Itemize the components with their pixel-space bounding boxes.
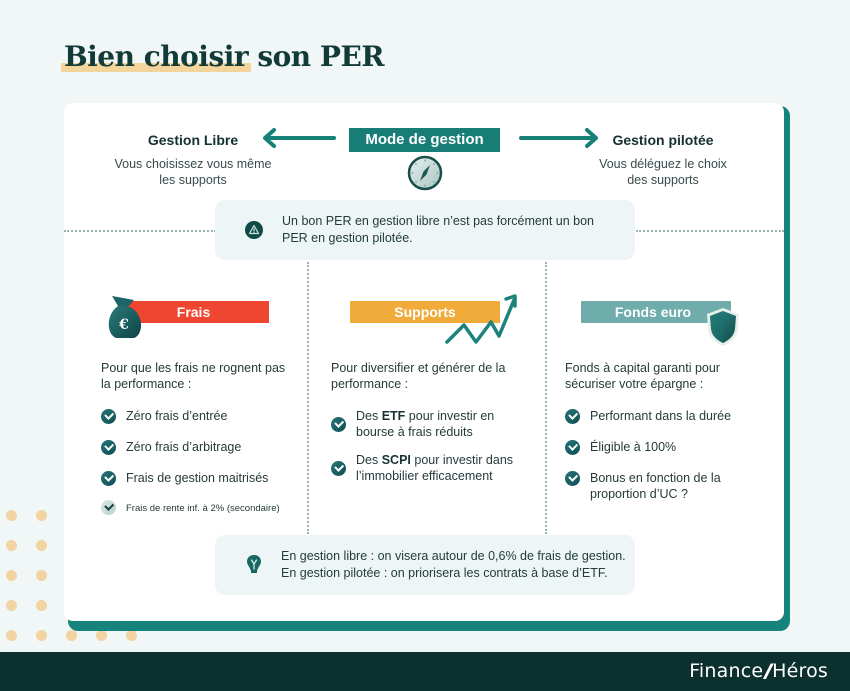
decorative-dot: [6, 600, 17, 611]
lightbulb-icon: [247, 555, 261, 573]
gestion-pilotee: Gestion pilotée Vous déléguez le choix d…: [578, 132, 748, 188]
fonds-euro-intro: Fonds à capital garanti pour sécuriser v…: [565, 361, 720, 391]
column-fonds-euro: Fonds à capital garanti pour sécuriser v…: [565, 360, 765, 517]
divider-horizontal-left: [64, 230, 216, 232]
check-icon: [565, 471, 580, 486]
tip-note-text: En gestion libre : on visera autour de 0…: [281, 548, 626, 582]
check-icon: [101, 409, 116, 424]
divider-vertical-1: [307, 262, 309, 534]
list-item: Bonus en fonction de la proportion d’UC …: [565, 470, 765, 502]
list-item: Frais de gestion maitrisés: [101, 470, 296, 486]
svg-text:€: €: [118, 317, 129, 333]
fonds-euro-list: Performant dans la durée Éligible à 100%…: [565, 408, 765, 502]
list-item: Performant dans la durée: [565, 408, 765, 424]
decorative-dot: [96, 630, 107, 641]
supports-intro: Pour diversifier et générer de la perfor…: [331, 361, 506, 391]
compass-icon: [407, 155, 443, 191]
check-icon: [101, 440, 116, 455]
decorative-dot: [36, 600, 47, 611]
list-item: Éligible à 100%: [565, 439, 765, 455]
check-icon: [331, 417, 346, 432]
list-item: Zéro frais d’arbitrage: [101, 439, 296, 455]
gestion-pilotee-title: Gestion pilotée: [612, 132, 714, 148]
decorative-dot: [36, 570, 47, 581]
footer-bar: Finance//Héros: [0, 652, 850, 691]
badge-supports: Supports: [350, 301, 500, 323]
arrow-right-icon: [519, 128, 598, 148]
trend-up-icon: [445, 294, 517, 344]
money-bag-icon: €: [108, 296, 142, 338]
decorative-dot: [6, 540, 17, 551]
mode-de-gestion-label: Mode de gestion: [349, 128, 500, 152]
finance-heros-logo: Finance//Héros: [689, 660, 828, 682]
list-item-secondary: Frais de rente inf. à 2% (secondaire): [101, 499, 296, 517]
badge-fonds-euro: Fonds euro: [581, 301, 731, 323]
frais-intro: Pour que les frais ne rognent pas la per…: [101, 361, 286, 391]
gestion-libre-description: Vous choisissez vous même les supports: [114, 157, 272, 187]
check-icon: [101, 471, 116, 486]
decorative-dot: [66, 630, 77, 641]
frais-list: Zéro frais d’entrée Zéro frais d’arbitra…: [101, 408, 296, 517]
gestion-libre: Gestion Libre Vous choisissez vous même …: [98, 132, 288, 188]
decorative-dots: [6, 510, 137, 641]
title-rest: son PER: [248, 40, 385, 73]
badge-fonds-euro-label: Fonds euro: [614, 304, 692, 320]
decorative-dot: [36, 540, 47, 551]
decorative-dot: [6, 630, 17, 641]
shield-icon: [707, 308, 739, 346]
decorative-dot: [36, 510, 47, 521]
gestion-libre-title: Gestion Libre: [147, 132, 239, 148]
divider-horizontal-right: [636, 230, 784, 232]
tip-note: En gestion libre : on visera autour de 0…: [215, 535, 635, 595]
gestion-pilotee-description: Vous déléguez le choix des supports: [599, 157, 727, 187]
tip-line-1: En gestion libre : on visera autour de 0…: [281, 549, 626, 563]
decorative-dot: [126, 630, 137, 641]
decorative-dot: [6, 510, 17, 521]
warning-note: Un bon PER en gestion libre n’est pas fo…: [215, 200, 635, 260]
divider-vertical-2: [545, 262, 547, 534]
column-supports: Pour diversifier et générer de la perfor…: [331, 360, 531, 499]
decorative-dot: [36, 630, 47, 641]
badge-frais-label: Frais: [176, 304, 211, 320]
tip-line-2: En gestion pilotée : on priorisera les c…: [281, 566, 608, 580]
list-item: Des SCPI pour investir dans l’immobilier…: [331, 452, 531, 484]
supports-list: Des ETF pour investir en bourse à frais …: [331, 408, 531, 484]
warning-icon: [245, 221, 263, 239]
check-icon: [565, 440, 580, 455]
badge-supports-label: Supports: [394, 304, 456, 320]
list-item: Des ETF pour investir en bourse à frais …: [331, 408, 531, 440]
column-frais: Pour que les frais ne rognent pas la per…: [101, 360, 296, 532]
arrow-left-icon: [263, 128, 336, 148]
check-icon: [101, 500, 116, 515]
page-title: Bien choisir son PER: [64, 40, 385, 73]
warning-note-text: Un bon PER en gestion libre n’est pas fo…: [282, 214, 594, 245]
check-icon: [565, 409, 580, 424]
badge-frais: Frais: [118, 301, 269, 323]
check-icon: [331, 461, 346, 476]
decorative-dot: [6, 570, 17, 581]
list-item: Zéro frais d’entrée: [101, 408, 296, 424]
title-highlight: Bien choisir: [64, 40, 249, 73]
